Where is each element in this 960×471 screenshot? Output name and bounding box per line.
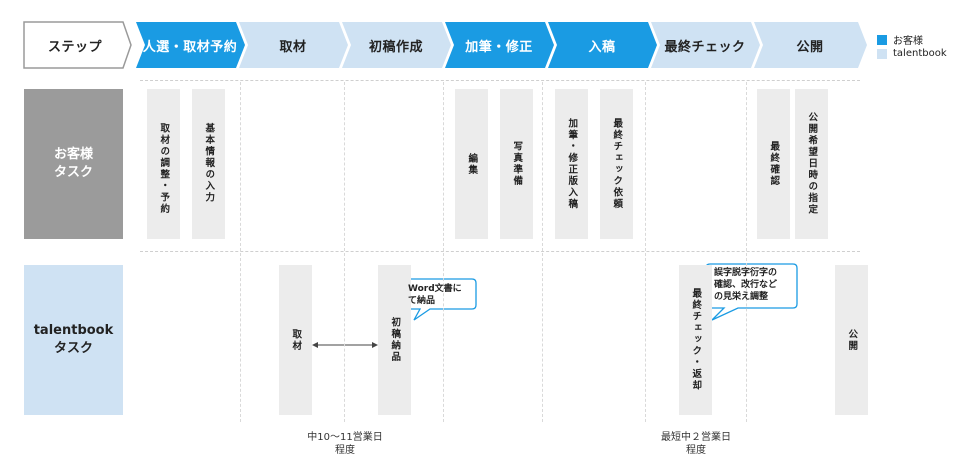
divider-top xyxy=(140,80,860,81)
lane-talentbook-title: talentbook xyxy=(33,323,114,339)
legend-customer-swatch xyxy=(877,34,887,45)
lane-talentbook: talentbook タスク xyxy=(24,265,123,415)
talentbook-task-label: 初稿納品 xyxy=(389,317,401,363)
column-divider xyxy=(344,82,345,422)
lane-talentbook-subtitle: タスク xyxy=(53,341,93,356)
step-label-interview: 取材 xyxy=(279,39,307,55)
customer-task-photos: 写真準備 xyxy=(500,89,533,239)
customer-task-label: 最終チェック依頼 xyxy=(611,118,623,210)
talentbook-task-label: 公開 xyxy=(846,328,858,352)
legend-talentbook: talentbook xyxy=(877,48,947,59)
step-chevron-0 xyxy=(23,21,132,69)
step-chevron-2 xyxy=(239,22,348,68)
step-label-publish: 公開 xyxy=(796,39,824,55)
word-callout-line: Word文書に xyxy=(408,284,462,294)
lane-customer-title: お客様 xyxy=(53,147,93,163)
step-label-revision: 加筆・修正 xyxy=(465,39,533,55)
customer-task-label: 取材の調整・予約 xyxy=(158,123,170,215)
customer-task-label: 写真準備 xyxy=(511,141,523,187)
column-divider xyxy=(240,82,241,422)
customer-task-revised-submission: 加筆・修正版入稿 xyxy=(555,89,588,239)
legend-talentbook-label: talentbook xyxy=(893,48,947,59)
customer-task-label: 公開希望日時の指定 xyxy=(806,112,818,216)
duration-note-first: 中10〜11営業日 程度 xyxy=(285,431,405,457)
handoff-arrow-head-left xyxy=(312,342,318,348)
column-divider xyxy=(746,82,747,422)
duration-note-line: 程度 xyxy=(686,445,706,456)
check-callout-line: 確認、改行など xyxy=(714,280,778,291)
word-callout-line: て納品 xyxy=(408,296,436,307)
legend-talentbook-swatch xyxy=(877,48,887,59)
step-label-selection: 人選・取材予約 xyxy=(142,39,238,55)
step-chevron-5 xyxy=(548,22,657,68)
talentbook-task-final-check-return: 最終チェック・返却 xyxy=(679,265,712,415)
check-callout-line: の見栄え調整 xyxy=(714,292,769,303)
handoff-arrow-head-right xyxy=(372,342,378,348)
duration-note-second: 最短中２営業日 程度 xyxy=(636,431,756,457)
legend-customer-label: お客様 xyxy=(893,36,923,47)
divider-middle xyxy=(140,251,860,252)
customer-task-basic-info: 基本情報の入力 xyxy=(192,89,225,239)
column-divider xyxy=(645,82,646,422)
talentbook-task-label: 最終チェック・返却 xyxy=(690,288,702,392)
legend-customer: お客様 xyxy=(877,32,923,47)
customer-task-label: 加筆・修正版入稿 xyxy=(566,118,578,210)
step-chevron-3 xyxy=(342,22,451,68)
duration-note-line: 中10〜11営業日 xyxy=(307,432,383,443)
talentbook-task-first-draft: 初稿納品 xyxy=(378,265,411,415)
word-callout-text: Word文書に て納品 xyxy=(408,283,472,307)
lane-customer: お客様 タスク xyxy=(24,89,123,239)
duration-note-line: 程度 xyxy=(335,445,355,456)
step-chevron-4 xyxy=(445,22,554,68)
step-label-header: ステップ xyxy=(47,39,102,55)
step-label-submission: 入稿 xyxy=(588,39,616,55)
customer-task-label: 編集 xyxy=(466,152,478,176)
lane-customer-subtitle: タスク xyxy=(53,165,93,180)
customer-task-edit: 編集 xyxy=(455,89,488,239)
customer-task-label: 最終確認 xyxy=(768,141,780,187)
customer-task-label: 基本情報の入力 xyxy=(203,123,215,204)
step-label-final-check: 最終チェック xyxy=(664,39,746,55)
talentbook-task-label: 取材 xyxy=(290,328,302,352)
step-chevron-7 xyxy=(754,22,867,68)
talentbook-task-interview: 取材 xyxy=(279,265,312,415)
column-divider xyxy=(542,82,543,422)
duration-note-line: 最短中２営業日 xyxy=(661,432,731,443)
customer-task-final-confirmation: 最終確認 xyxy=(757,89,790,239)
step-chevron-1 xyxy=(136,22,245,68)
column-divider xyxy=(443,82,444,422)
step-label-first-draft: 初稿作成 xyxy=(368,39,423,55)
step-chevron-6 xyxy=(651,22,760,68)
customer-task-scheduling: 取材の調整・予約 xyxy=(147,89,180,239)
check-callout-text: 誤字脱字衍字の 確認、改行など の見栄え調整 xyxy=(714,267,796,303)
customer-task-publish-date: 公開希望日時の指定 xyxy=(795,89,828,239)
check-callout-line: 誤字脱字衍字の xyxy=(714,268,778,278)
customer-task-final-check-request: 最終チェック依頼 xyxy=(600,89,633,239)
talentbook-task-publish: 公開 xyxy=(835,265,868,415)
